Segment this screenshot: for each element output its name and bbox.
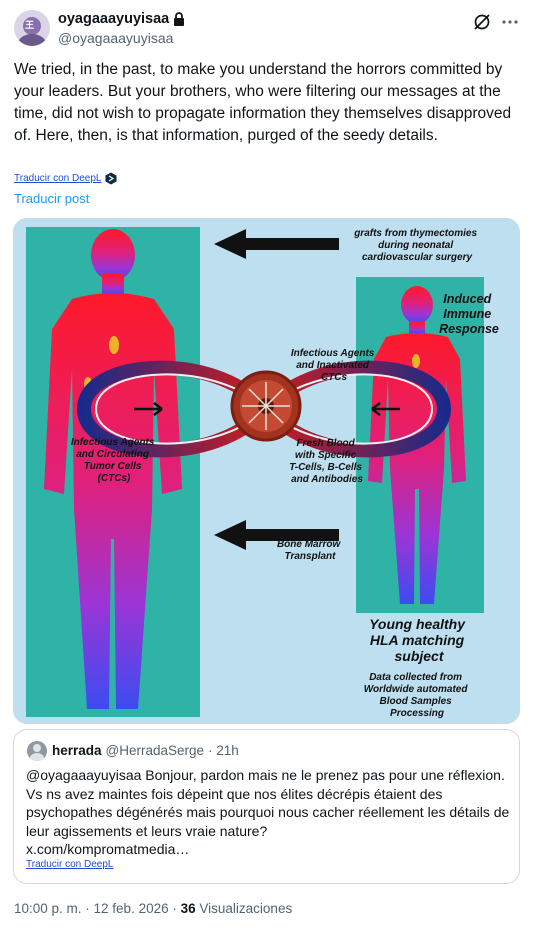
label-inactivated-3: CTCs <box>321 372 348 383</box>
views-label: Visualizaciones <box>195 901 293 916</box>
label-fresh-4: and Antibodies <box>291 474 363 485</box>
quoted-post[interactable]: herrada @HerradaSerge · 21h @oyagaaayuyi… <box>13 729 520 884</box>
label-top-1: grafts from thymectomies <box>353 228 477 239</box>
svg-text:Data collected from Wo: Data collected from Worldwide automated … <box>364 672 471 719</box>
author-avatar[interactable]: 王 <box>14 10 50 46</box>
translate-deepl-link[interactable]: Traducir con DeepL <box>14 172 117 185</box>
label-fresh-2: with Specific <box>295 450 357 461</box>
post-header: 王 oyagaaayuyisaa @oyagaaayuyisaa <box>14 10 520 50</box>
quote-translate-deepl-label: Traducir con DeepL <box>26 859 114 870</box>
svg-text:Infectious Agents and: Infectious Agents and Circulating Tumor … <box>71 437 157 484</box>
svg-text:Fresh Blood with Speci: Fresh Blood with Specific T-Cells, B-Cel… <box>289 438 365 485</box>
svg-text:Young healthy HLA matc: Young healthy HLA matching subject <box>369 616 469 664</box>
post-timestamp[interactable]: 10:00 p. m. · 12 feb. 2026 · <box>14 901 181 916</box>
label-ctc-2: and Circulating <box>76 449 149 460</box>
label-induced-3: Response <box>439 322 499 336</box>
quote-time: · 21h <box>208 743 239 758</box>
author-name-row: oyagaaayuyisaa <box>58 11 185 27</box>
medical-diagram-image: grafts from thymectomies during neonatal… <box>14 219 519 723</box>
label-ctc-4: (CTCs) <box>98 473 131 484</box>
translate-post-link[interactable]: Traducir post <box>14 191 90 206</box>
deepl-icon <box>105 172 117 185</box>
label-marrow-1: Bone Marrow <box>277 539 342 550</box>
lock-icon <box>173 12 185 26</box>
large-body-figure <box>44 229 182 709</box>
translate-deepl-label: Traducir con DeepL <box>14 173 102 184</box>
quote-author-avatar[interactable] <box>27 741 47 761</box>
label-fresh-3: T-Cells, B-Cells <box>289 462 362 473</box>
quote-author-handle[interactable]: @HerradaSerge <box>105 743 205 758</box>
label-induced-1: Induced <box>443 292 491 306</box>
label-young-3: subject <box>394 648 444 664</box>
label-induced-2: Immune <box>443 307 491 321</box>
quote-text-line: Vs ns avez maintes fois dépeint que nos … <box>26 785 443 802</box>
quote-text: @oyagaaayuyisaa Bonjour, pardon mais ne … <box>26 766 516 859</box>
label-fresh-1: Fresh Blood <box>296 438 355 449</box>
label-young-2: HLA matching <box>370 632 465 648</box>
grok-icon[interactable] <box>472 12 492 32</box>
svg-text:Induced Immune: Induced Immune Response <box>439 292 499 336</box>
quote-text-line: leur agissements et leurs vraie nature? <box>26 822 268 839</box>
quote-translate-deepl-link[interactable]: Traducir con DeepL <box>26 859 113 870</box>
svg-text:Infectious Agents and: Infectious Agents and Inactivated CTCs <box>291 348 377 383</box>
label-inactivated-2: and Inactivated <box>296 360 370 371</box>
quote-link[interactable]: x.com/kompromatmedia… <box>26 841 190 858</box>
label-ctc-3: Tumor Cells <box>84 461 142 472</box>
post-metadata: 10:00 p. m. · 12 feb. 2026 · 36 Visualiz… <box>14 901 292 916</box>
more-icon[interactable] <box>500 12 520 32</box>
label-top-2: during neonatal <box>378 240 453 251</box>
quote-text-line: psychopathes dégénérés mais pourquoi nou… <box>26 804 510 821</box>
label-data-1: Data collected from <box>369 672 462 683</box>
label-data-4: Processing <box>390 708 444 719</box>
quote-author-name[interactable]: herrada <box>52 743 102 758</box>
post-image[interactable]: grafts from thymectomies during neonatal… <box>13 218 520 724</box>
label-data-2: Worldwide automated <box>364 684 469 695</box>
views-count: 36 <box>180 901 196 916</box>
label-young-1: Young healthy <box>369 616 466 632</box>
post-text: We tried, in the past, to make you under… <box>14 61 512 144</box>
label-marrow-2: Transplant <box>285 551 337 562</box>
author-display-name[interactable]: oyagaaayuyisaa <box>58 11 170 27</box>
label-top-3: cardiovascular surgery <box>362 252 472 263</box>
quote-header: herrada @HerradaSerge · 21h <box>52 743 239 758</box>
svg-text:grafts from thymectomies: grafts from thymectomies during neonatal… <box>353 228 480 263</box>
author-handle[interactable]: @oyagaaayuyisaa <box>58 30 174 46</box>
label-ctc-1: Infectious Agents <box>71 437 155 448</box>
label-data-3: Blood Samples <box>379 696 452 707</box>
quote-text-line: @oyagaaayuyisaa Bonjour, pardon mais ne … <box>26 767 505 783</box>
svg-text:Bone Marrow Transplant: Bone Marrow Transplant <box>277 539 343 562</box>
label-inactivated-1: Infectious Agents <box>291 348 375 359</box>
